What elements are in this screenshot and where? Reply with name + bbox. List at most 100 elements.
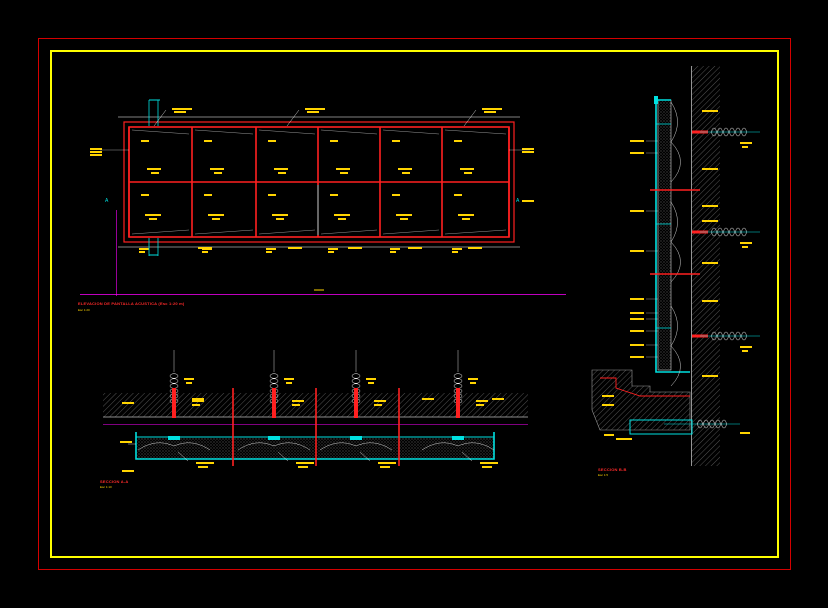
- wall-label: [702, 110, 718, 112]
- bottom-label: [390, 251, 396, 253]
- slab-label: [476, 404, 484, 406]
- threaded-anchor: [351, 383, 361, 389]
- top-callout: [174, 111, 186, 113]
- threaded-anchor: [453, 383, 463, 389]
- base-label: [602, 395, 614, 397]
- panel-label: [214, 172, 222, 174]
- panel-label: [274, 168, 288, 170]
- panel-label: [330, 194, 338, 196]
- dimension-text: [408, 247, 422, 249]
- brace-line: [320, 229, 378, 235]
- threaded-anchor: [697, 419, 703, 429]
- panel-outer-frame: [123, 121, 515, 243]
- threaded-anchor: [453, 378, 463, 384]
- top-callout: [305, 108, 325, 110]
- bottom-label: [452, 251, 458, 253]
- anchor-label: [366, 378, 376, 380]
- slab-label: [292, 404, 300, 406]
- anchor-rod: [172, 388, 176, 418]
- brace-line: [444, 229, 507, 235]
- bottom-label: [266, 251, 272, 253]
- panel-label: [204, 194, 212, 196]
- panel-label: [204, 140, 212, 142]
- anchor-label: [740, 432, 750, 434]
- brace-line: [258, 229, 316, 235]
- side-label: [630, 330, 644, 332]
- sheet-outer-border: [38, 38, 791, 570]
- panel-label: [400, 218, 408, 220]
- brace-line: [382, 129, 440, 135]
- leader-line: [153, 109, 167, 127]
- slab-label: [476, 400, 488, 402]
- slab-label: [192, 404, 200, 406]
- elevation-scale: Esc 1:20: [78, 308, 90, 312]
- panel-label: [334, 214, 350, 216]
- section-label: [122, 402, 134, 404]
- dimension-text: [198, 247, 212, 249]
- slab-label: [192, 400, 204, 402]
- wall-label: [702, 220, 718, 222]
- brace-line: [258, 129, 316, 135]
- insulation-curve: [670, 305, 681, 387]
- top-callout: [307, 111, 319, 113]
- threaded-anchor: [269, 378, 279, 384]
- side-label: [630, 312, 644, 314]
- leader-line: [277, 451, 289, 462]
- panel-label: [392, 194, 400, 196]
- section-label: [192, 398, 204, 400]
- side-callout: [522, 151, 534, 153]
- panel-label: [212, 218, 220, 220]
- side-callout: [522, 200, 534, 202]
- bottom-label: [328, 248, 338, 250]
- panel-label: [396, 214, 412, 216]
- wall-hatch: [692, 66, 720, 466]
- section-label: [120, 441, 132, 443]
- wall-label: [702, 205, 718, 207]
- side-label: [630, 152, 644, 154]
- anchor-plate: [268, 436, 280, 440]
- dimension-text: [288, 247, 302, 249]
- anchor-label: [186, 382, 192, 384]
- section-label: [492, 398, 504, 400]
- anchor-plate: [168, 436, 180, 440]
- bottom-label: [139, 248, 149, 250]
- axis-marker-right: A: [516, 198, 520, 204]
- panel-label: [147, 168, 161, 170]
- base-label: [604, 434, 614, 436]
- bottom-label: [452, 248, 462, 250]
- bottom-label: [196, 462, 214, 464]
- threaded-anchor: [351, 378, 361, 384]
- brace-line: [131, 229, 190, 235]
- panel-label: [464, 172, 472, 174]
- panel-label: [278, 172, 286, 174]
- leader-line: [463, 109, 477, 127]
- anchor-rod: [456, 388, 460, 418]
- anchor-label: [284, 378, 294, 380]
- threaded-anchor: [709, 419, 715, 429]
- anchor-label: [740, 142, 752, 144]
- anchor-label: [368, 382, 374, 384]
- leader-line: [286, 109, 300, 127]
- section-bb-title: SECCION B-B: [598, 467, 627, 472]
- panel-section: [657, 99, 672, 371]
- dimension-text: [468, 247, 482, 249]
- top-callout: [172, 108, 192, 110]
- section-label: [122, 470, 134, 472]
- panel-label: [268, 194, 276, 196]
- panel-label: [141, 194, 149, 196]
- bottom-label: [266, 248, 276, 250]
- bottom-label: [298, 466, 308, 468]
- leader-line: [359, 451, 371, 462]
- anchor-label: [740, 242, 752, 244]
- section-aa-title: SECCION A-A: [100, 479, 129, 484]
- slab-label: [374, 400, 386, 402]
- steel-profile: [655, 99, 690, 373]
- panel-label: [336, 168, 350, 170]
- bottom-label: [390, 248, 400, 250]
- wall-label: [702, 300, 718, 302]
- panel-label: [462, 218, 470, 220]
- side-label: [630, 250, 644, 252]
- insulation-curve: [670, 201, 681, 283]
- bottom-label: [202, 251, 208, 253]
